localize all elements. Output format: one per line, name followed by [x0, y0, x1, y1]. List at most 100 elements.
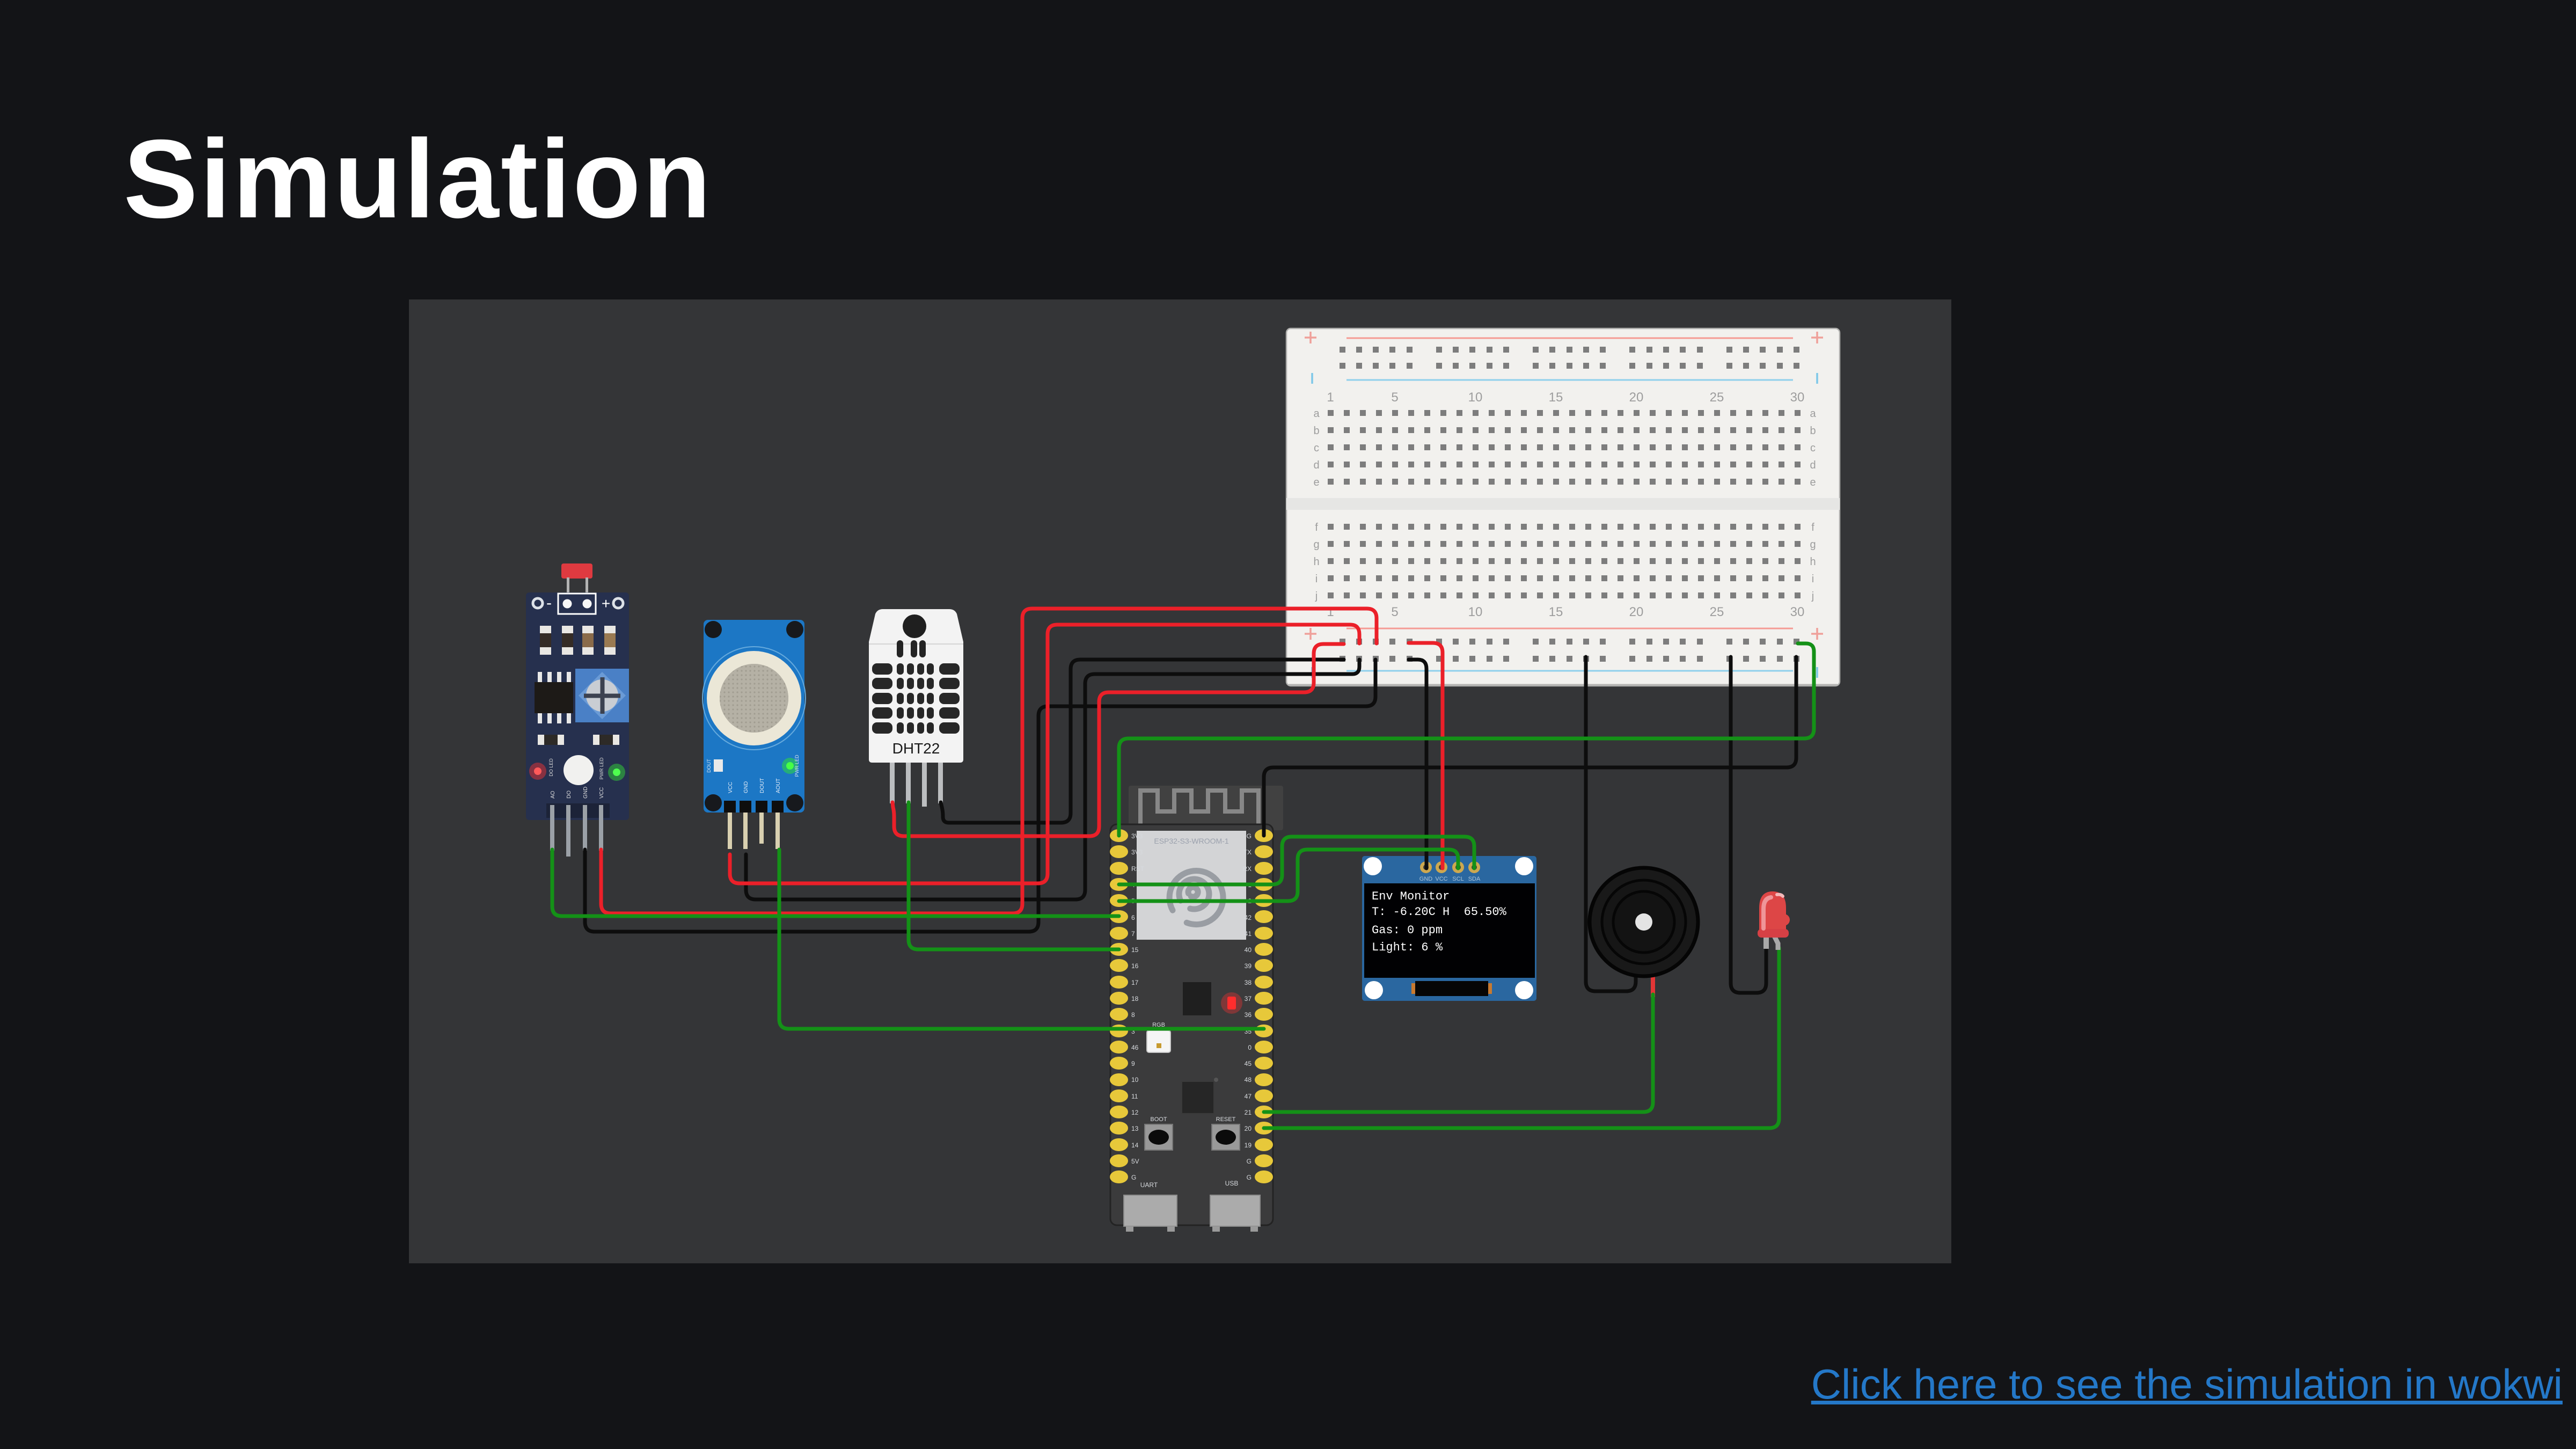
svg-text:30: 30 — [1790, 605, 1805, 619]
svg-text:5V: 5V — [1131, 1158, 1139, 1165]
svg-text:15: 15 — [1549, 390, 1563, 405]
svg-text:15: 15 — [1131, 946, 1139, 954]
svg-text:-: - — [546, 594, 552, 612]
svg-text:b: b — [1810, 425, 1816, 437]
svg-text:16: 16 — [1131, 962, 1139, 970]
svg-text:20: 20 — [1629, 605, 1644, 619]
svg-text:1: 1 — [1327, 390, 1334, 405]
svg-text:ESP32-S3-WROOM-1: ESP32-S3-WROOM-1 — [1154, 837, 1228, 845]
svg-text:a: a — [1313, 408, 1320, 420]
svg-text:RST: RST — [1131, 865, 1145, 873]
svg-text:DHT22: DHT22 — [892, 740, 940, 757]
svg-text:11: 11 — [1131, 1093, 1138, 1100]
svg-text:Env Monitor: Env Monitor — [1372, 890, 1450, 903]
svg-text:VCC: VCC — [728, 782, 734, 793]
svg-text:AO: AO — [550, 791, 556, 799]
svg-text:USB: USB — [1225, 1180, 1239, 1187]
svg-text:PWR LED: PWR LED — [794, 755, 800, 777]
svg-text:AOUT: AOUT — [775, 778, 781, 793]
svg-text:20: 20 — [1629, 390, 1644, 405]
svg-text:GND: GND — [743, 781, 749, 793]
svg-text:BOOT: BOOT — [1150, 1116, 1167, 1123]
svg-text:f: f — [1811, 522, 1814, 533]
svg-text:5: 5 — [1391, 390, 1398, 405]
svg-text:G: G — [1131, 1174, 1136, 1181]
svg-text:13: 13 — [1131, 1125, 1139, 1132]
svg-text:f: f — [1315, 522, 1318, 533]
svg-text:3: 3 — [1131, 1028, 1135, 1035]
svg-text:10: 10 — [1131, 1076, 1139, 1084]
svg-text:3V3: 3V3 — [1131, 832, 1143, 840]
svg-text:47: 47 — [1245, 1093, 1252, 1100]
svg-text:+: + — [602, 595, 610, 612]
svg-text:e: e — [1313, 477, 1319, 488]
svg-text:i: i — [1315, 573, 1318, 585]
svg-text:42: 42 — [1245, 914, 1252, 921]
svg-text:Light: 6 %: Light: 6 % — [1372, 941, 1443, 954]
svg-text:TX: TX — [1243, 848, 1252, 856]
svg-text:0: 0 — [1248, 1044, 1252, 1051]
svg-text:8: 8 — [1131, 1011, 1135, 1019]
svg-text:b: b — [1313, 425, 1319, 437]
svg-text:39: 39 — [1245, 962, 1252, 970]
svg-text:G: G — [1247, 832, 1252, 840]
svg-text:14: 14 — [1131, 1141, 1139, 1149]
svg-text:5: 5 — [1391, 605, 1398, 619]
svg-text:c: c — [1810, 442, 1816, 454]
svg-text:Gas: 0 ppm: Gas: 0 ppm — [1372, 924, 1443, 937]
svg-text:46: 46 — [1131, 1044, 1139, 1051]
svg-text:RX: RX — [1242, 865, 1252, 873]
svg-text:G: G — [1247, 1174, 1252, 1181]
svg-text:i: i — [1812, 573, 1814, 585]
svg-text:DOUT: DOUT — [759, 778, 765, 793]
svg-text:GND: GND — [583, 787, 589, 799]
svg-text:40: 40 — [1245, 946, 1252, 954]
svg-text:g: g — [1810, 539, 1816, 551]
svg-text:VCC: VCC — [1435, 876, 1447, 882]
svg-text:PWR LED: PWR LED — [599, 757, 604, 780]
svg-text:UART: UART — [1140, 1181, 1158, 1189]
svg-text:VCC: VCC — [599, 787, 605, 799]
svg-text:12: 12 — [1131, 1109, 1139, 1116]
svg-text:DO: DO — [566, 791, 572, 799]
svg-text:25: 25 — [1710, 605, 1724, 619]
svg-text:j: j — [1315, 590, 1318, 602]
svg-text:38: 38 — [1245, 979, 1252, 986]
svg-text:48: 48 — [1245, 1076, 1252, 1084]
svg-text:7: 7 — [1131, 930, 1135, 938]
svg-text:d: d — [1313, 459, 1319, 471]
svg-text:10: 10 — [1468, 605, 1483, 619]
svg-text:RGB: RGB — [1152, 1022, 1165, 1028]
svg-text:c: c — [1314, 442, 1319, 454]
svg-text:30: 30 — [1790, 390, 1805, 405]
svg-text:19: 19 — [1245, 1141, 1252, 1149]
svg-text:41: 41 — [1245, 930, 1252, 938]
svg-text:9: 9 — [1131, 1060, 1135, 1067]
svg-text:e: e — [1810, 477, 1816, 488]
svg-text:25: 25 — [1710, 390, 1724, 405]
svg-text:3V3: 3V3 — [1131, 848, 1143, 856]
svg-text:GND: GND — [1419, 876, 1433, 882]
svg-text:15: 15 — [1549, 605, 1563, 619]
svg-text:36: 36 — [1245, 1011, 1252, 1019]
svg-text:37: 37 — [1245, 995, 1252, 1002]
svg-text:45: 45 — [1245, 1060, 1252, 1067]
svg-text:18: 18 — [1131, 995, 1139, 1002]
svg-text:6: 6 — [1131, 914, 1135, 921]
svg-text:RESET: RESET — [1216, 1116, 1236, 1123]
svg-text:DOUT: DOUT — [706, 759, 712, 773]
svg-text:20: 20 — [1245, 1125, 1252, 1132]
svg-text:G: G — [1247, 1158, 1252, 1165]
svg-text:T: -6.20C H 65.50%: T: -6.20C H 65.50% — [1372, 905, 1507, 919]
svg-text:17: 17 — [1131, 979, 1139, 986]
svg-text:h: h — [1810, 556, 1816, 568]
svg-text:d: d — [1810, 459, 1816, 471]
svg-text:SDA: SDA — [1468, 876, 1481, 882]
svg-text:a: a — [1810, 408, 1816, 420]
svg-text:SCL: SCL — [1452, 876, 1463, 882]
svg-text:21: 21 — [1245, 1109, 1252, 1116]
svg-text:h: h — [1313, 556, 1319, 568]
svg-text:10: 10 — [1468, 390, 1483, 405]
svg-text:DO LED: DO LED — [548, 758, 554, 777]
svg-text:j: j — [1811, 590, 1814, 602]
